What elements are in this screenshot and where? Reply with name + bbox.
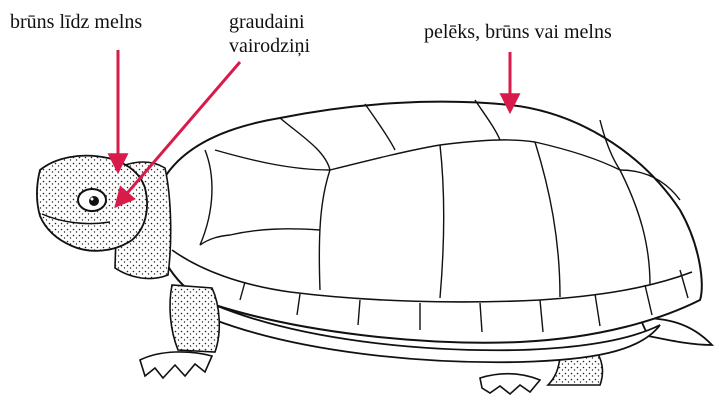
turtle-carapace [154, 102, 702, 343]
turtle-front-leg [140, 285, 219, 378]
turtle-eye [78, 189, 106, 211]
